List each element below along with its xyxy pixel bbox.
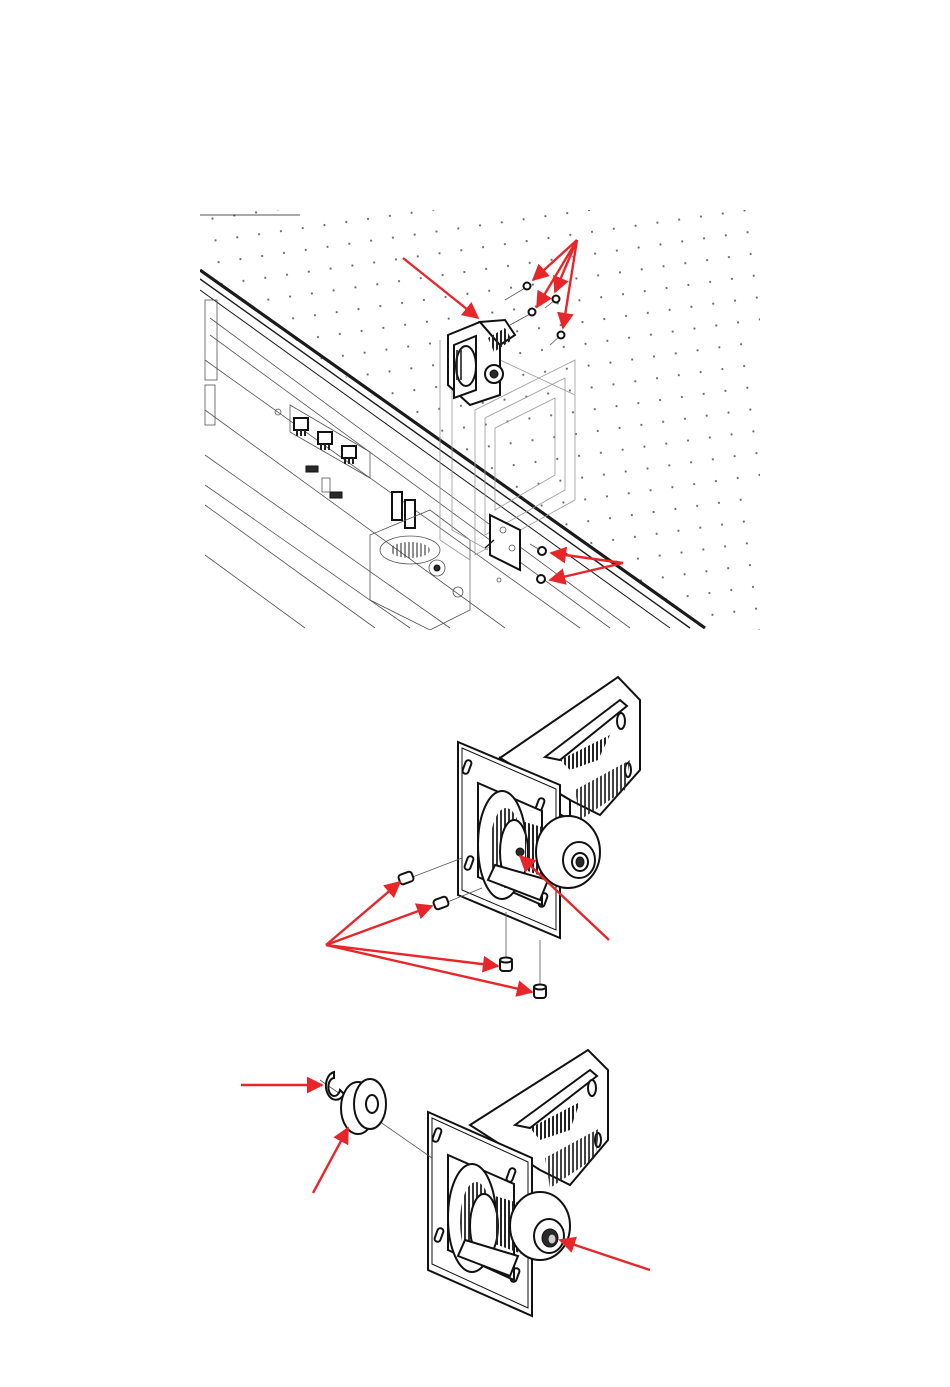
shaft-boss — [536, 816, 600, 888]
callout-arrow — [313, 1128, 348, 1193]
e-clip — [326, 1072, 344, 1100]
connector-board — [275, 405, 415, 528]
pins-figure — [398, 677, 640, 998]
overview-figure — [200, 210, 760, 630]
perforated-plate — [200, 210, 760, 630]
shaft-boss — [510, 1192, 570, 1260]
lower-screw-1 — [530, 544, 546, 555]
dowel-pin-2 — [433, 896, 450, 910]
dowel-pin-3 — [500, 958, 512, 972]
callout-arrow — [326, 882, 400, 945]
motor-housing — [370, 510, 470, 630]
lower-mount-plate — [485, 515, 520, 570]
washer — [341, 1079, 386, 1134]
pulley-figure — [320, 1050, 608, 1316]
dowel-pin-4 — [534, 985, 546, 999]
callout-arrow — [560, 1240, 650, 1270]
callout-arrow — [326, 906, 432, 945]
lower-screw-2 — [497, 575, 545, 583]
callout-arrow — [326, 945, 498, 966]
